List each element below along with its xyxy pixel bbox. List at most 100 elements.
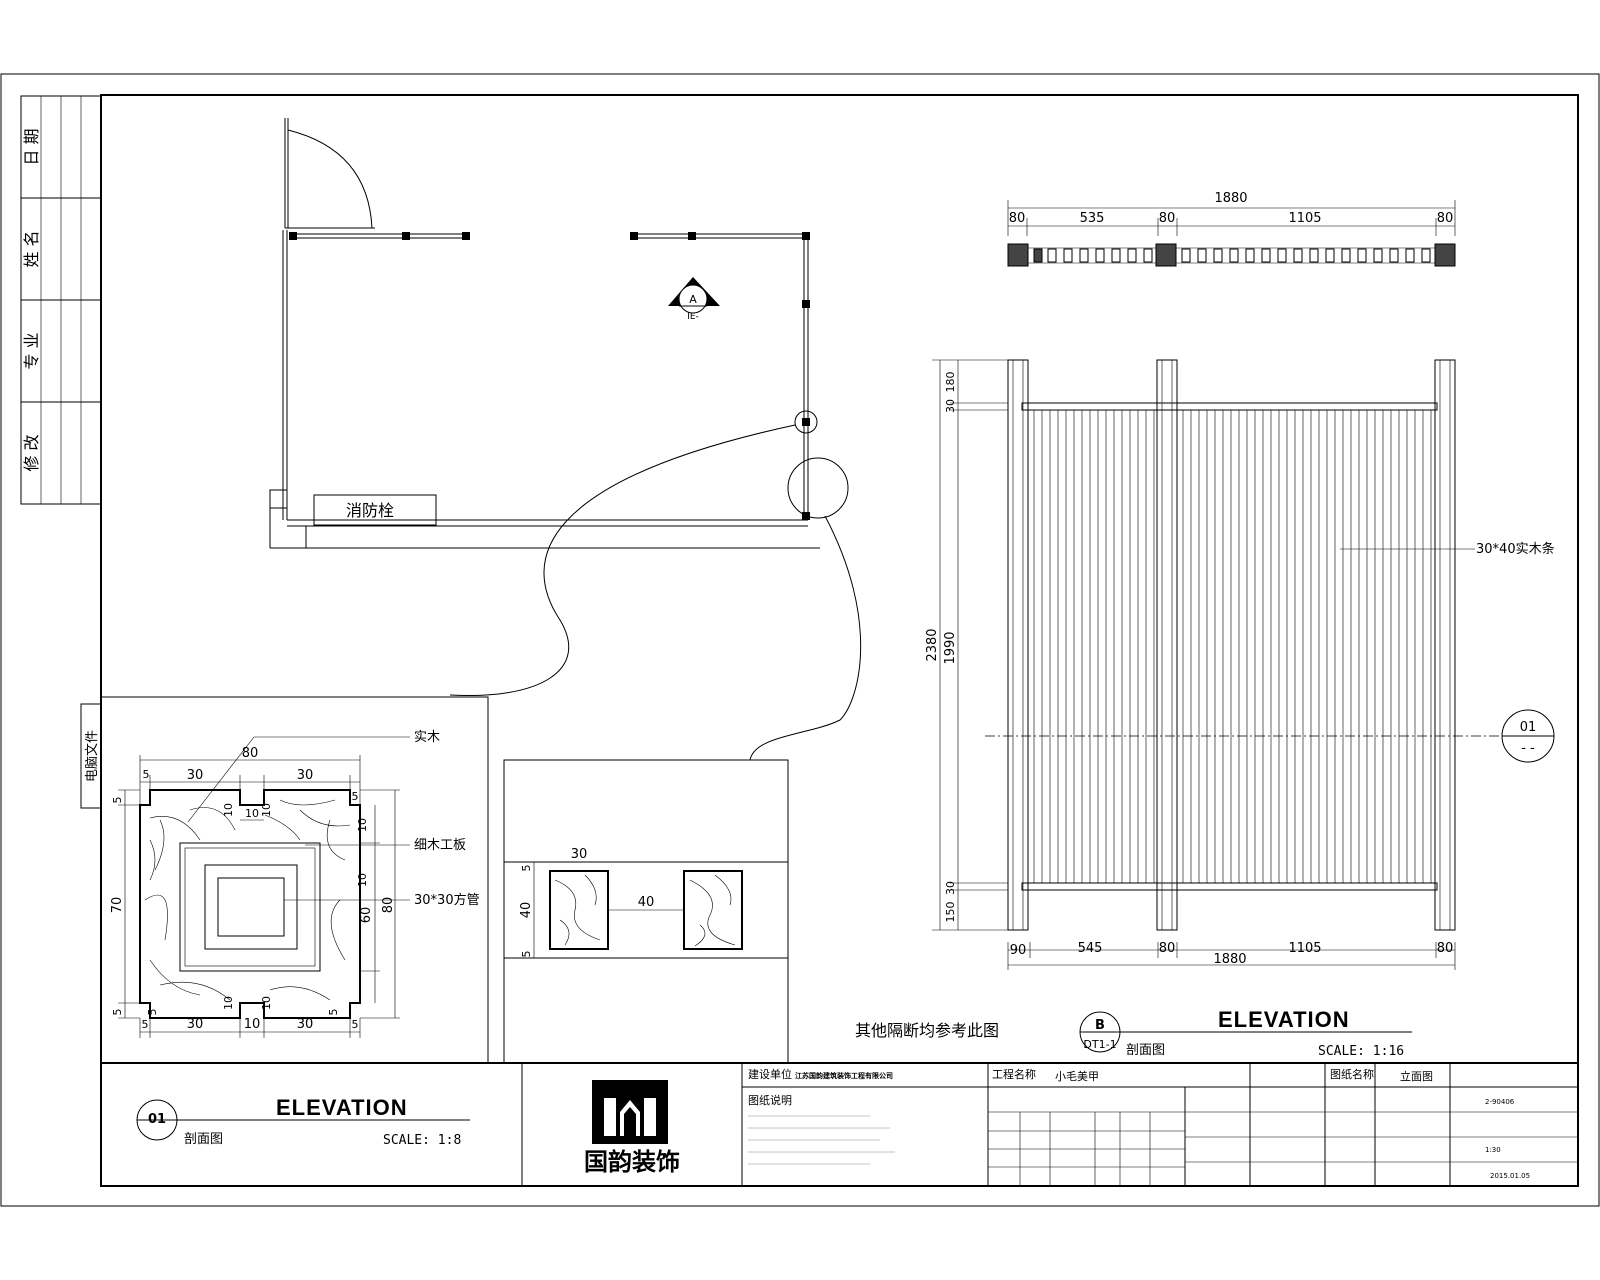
project-number: 2-90406 (1485, 1098, 1515, 1106)
dim-bottom-inner: 10 (260, 996, 273, 1010)
title-b-scale: SCALE: 1:16 (1318, 1044, 1404, 1059)
dim-left: 5 (111, 797, 124, 804)
dim-right: 10 (356, 873, 369, 887)
title-01: 01 剖面图 ELEVATION SCALE: 1:8 (136, 1095, 470, 1148)
post-marker (289, 232, 297, 240)
svg-text:IE-: IE- (687, 312, 699, 322)
dim-top: 30 (187, 768, 204, 783)
dim-top-part: 80 (1159, 211, 1176, 226)
outer-sheet-border (0, 73, 1600, 1207)
title-b: B DT1-1 剖面图 ELEVATION SCALE: 1:16 (1079, 1007, 1412, 1059)
rev-label-date: 日 期 (22, 128, 41, 165)
title-b-name: 剖面图 (1126, 1043, 1165, 1058)
title-01-scale: SCALE: 1:8 (383, 1133, 461, 1148)
dim-bottom-part: 90 (1010, 943, 1027, 958)
slats (1033, 409, 1432, 884)
dim-height: 40 (519, 902, 534, 919)
dim-top-part: 80 (1009, 211, 1026, 226)
project-value: 小毛美甲 (1055, 1070, 1099, 1083)
rev-label-name: 姓 名 (22, 230, 41, 267)
rev-label-revise: 修 改 (22, 434, 41, 471)
dim-left-part: 150 (944, 902, 957, 923)
dim-top: 5 (352, 790, 359, 803)
dim-left: 70 (110, 897, 125, 914)
floor-plan: 消防栓 A IE- (269, 118, 862, 761)
dim-inner: 10 (245, 807, 259, 820)
dim-bottom: 30 (187, 1017, 204, 1032)
section-marker-a: A IE- (668, 277, 720, 322)
title-01-name: 剖面图 (184, 1132, 223, 1147)
unit-label: 建设单位 (748, 1067, 792, 1081)
dim-left-part: 30 (944, 881, 957, 895)
dim-left-part: 180 (944, 372, 957, 393)
plan-strip (1007, 243, 1456, 267)
detail-01-section: 5 30 30 5 80 10 10 10 10 5 70 5 10 60 80… (100, 696, 489, 1064)
title-b-heading: ELEVATION (1218, 1007, 1350, 1032)
title-b-ref: DT1-1 (1083, 1038, 1116, 1051)
post (1156, 359, 1178, 931)
section-marker-01: 01 - - (1501, 709, 1555, 763)
steel-tube (204, 864, 298, 950)
dim-top-total: 1880 (1214, 191, 1247, 206)
dim-bottom-part: 545 (1078, 941, 1103, 956)
revision-strip: 日 期 姓 名 专 业 修 改 电脑文件 (20, 95, 102, 809)
dim-bottom-total: 1880 (1213, 952, 1246, 967)
dim-top-part: 535 (1080, 211, 1105, 226)
dim-top: 5 (143, 768, 150, 781)
label-fine-board: 细木工板 (414, 838, 466, 853)
svg-text:- -: - - (1521, 741, 1535, 756)
drawing-frame (100, 94, 1579, 1187)
callout-circle (787, 457, 849, 519)
detail-02-section: 30 40 40 5 5 (503, 759, 789, 1064)
drawing-name-label: 图纸名称 (1330, 1067, 1374, 1081)
dim-right: 5 (327, 1009, 340, 1016)
computer-file-label: 电脑文件 (85, 730, 100, 782)
dim-top: 30 (297, 768, 314, 783)
top-rail (1021, 402, 1438, 411)
callout-circle (794, 410, 818, 434)
fire-hydrant-box (313, 494, 437, 526)
dim-bottom: 5 (352, 1018, 359, 1031)
svg-text:A: A (689, 293, 697, 306)
dim-top-total: 80 (242, 746, 259, 761)
dim-top-gap: 5 (520, 865, 533, 872)
dim-bottom: 5 (142, 1018, 149, 1031)
date-value: 2015.01.05 (1490, 1172, 1530, 1180)
material-label: 30*40实木条 (1476, 541, 1555, 557)
dim-bottom-inner: 5 (146, 1009, 159, 1016)
dim-top-part: 80 (1437, 211, 1454, 226)
dim-bottom: 10 (244, 1017, 261, 1032)
dim-bottom-part: 80 (1437, 941, 1454, 956)
dim-gap: 40 (638, 895, 655, 910)
dim-bottom-part: 80 (1159, 941, 1176, 956)
title-01-heading: ELEVATION (276, 1095, 408, 1120)
post (1007, 359, 1029, 931)
leader-curve (449, 424, 796, 697)
company-logo: 国韵装饰 (584, 1080, 680, 1176)
title-block: 建设单位 江苏国韵建筑装饰工程有限公司 图纸说明 工程名称 小毛美甲 图纸名称 … (742, 1063, 1578, 1186)
dim-inner: 10 (260, 803, 273, 817)
dim-left-part: 1990 (943, 631, 958, 664)
dim-bottom: 30 (297, 1017, 314, 1032)
post (1434, 359, 1456, 931)
dim-bottom-part: 1105 (1288, 941, 1321, 956)
logo-mark (592, 1080, 668, 1144)
dim-left-total: 2380 (925, 628, 940, 661)
dim-inner: 10 (356, 818, 369, 832)
dim-bottom-inner: 10 (222, 996, 235, 1010)
rev-label-major: 专 业 (22, 332, 41, 369)
unit-value: 江苏国韵建筑装饰工程有限公司 (795, 1071, 893, 1080)
notes-label: 图纸说明 (748, 1093, 792, 1107)
dim-inner: 10 (222, 803, 235, 817)
label-steel-tube: 30*30方管 (414, 892, 480, 908)
company-name: 国韵装饰 (584, 1148, 680, 1176)
wood-slat-section (683, 870, 743, 950)
dim-top-part: 1105 (1288, 211, 1321, 226)
svg-text:01: 01 (1520, 720, 1537, 735)
section-outline (139, 789, 361, 1019)
dim-left-part: 30 (944, 399, 957, 413)
wood-slat-section (549, 870, 609, 950)
scale-value: 1:30 (1485, 1146, 1501, 1154)
reference-note: 其他隔断均参考此图 (855, 1021, 999, 1040)
